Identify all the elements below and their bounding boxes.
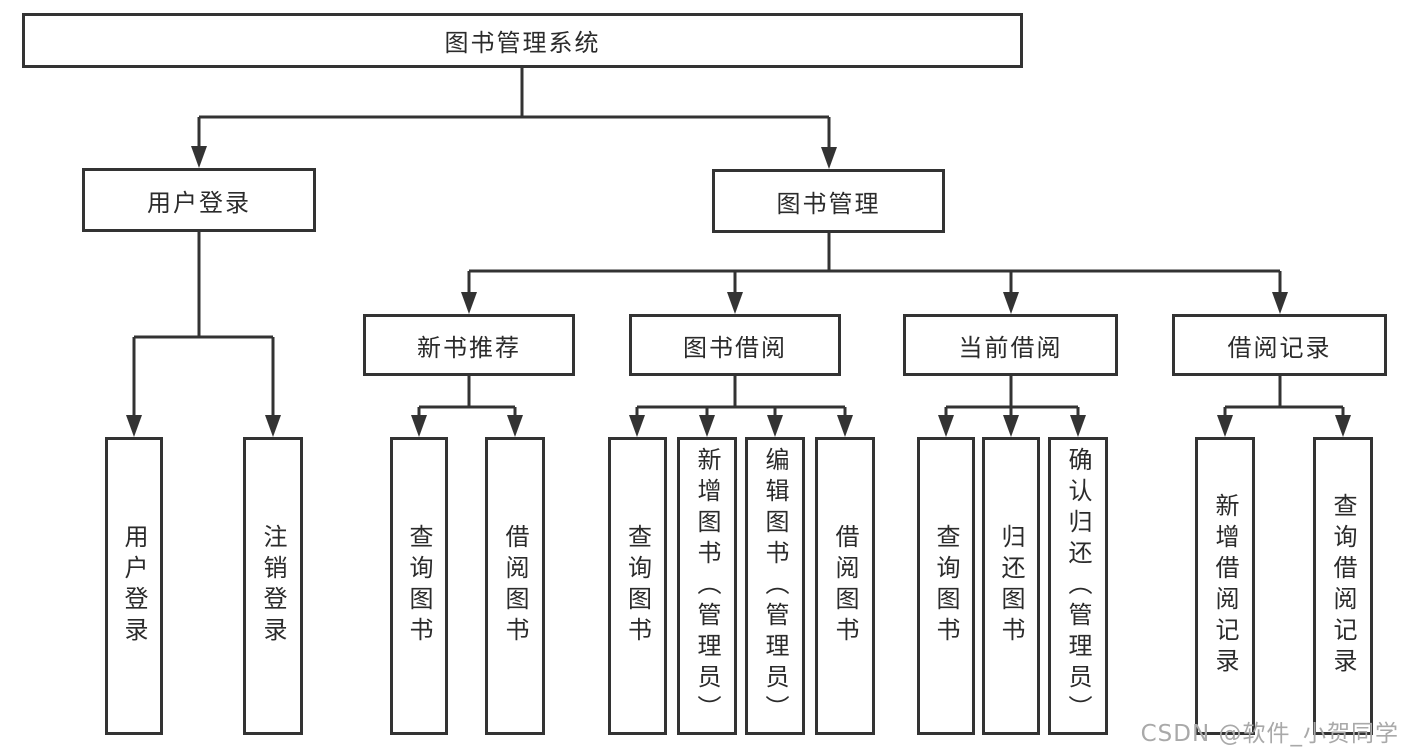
node-book-borrowing: 图书借阅 [629, 314, 841, 376]
leaf-add-borrow-record-label: 新增借阅记录 [1211, 493, 1239, 679]
leaf-current-query-books: 查询图书 [917, 437, 975, 735]
leaf-recommend-borrow-books: 借阅图书 [485, 437, 545, 735]
leaf-recommend-query-books: 查询图书 [390, 437, 448, 735]
leaf-add-books-admin-label: 新增图书（管理员） [693, 446, 721, 726]
node-library-system: 图书管理系统 [22, 13, 1023, 68]
node-user-login: 用户登录 [82, 168, 316, 232]
node-user-login-label: 用户登录 [147, 188, 251, 217]
leaf-current-query-books-label: 查询图书 [932, 524, 960, 648]
leaf-user-login-label: 用户登录 [120, 524, 148, 648]
leaf-confirm-return-admin-label: 确认归还（管理员） [1064, 446, 1092, 726]
leaf-recommend-borrow-books-label: 借阅图书 [501, 524, 529, 648]
node-library-system-label: 图书管理系统 [444, 29, 601, 57]
node-new-book-recommend: 新书推荐 [363, 314, 575, 376]
leaf-query-borrow-record: 查询借阅记录 [1313, 437, 1373, 735]
node-book-management-label: 图书管理 [776, 189, 881, 218]
leaf-edit-books-admin-label: 编辑图书（管理员） [761, 446, 789, 726]
leaf-confirm-return-admin: 确认归还（管理员） [1048, 437, 1108, 735]
leaf-logout: 注销登录 [243, 437, 303, 735]
node-borrowing-records-label: 借阅记录 [1227, 333, 1332, 362]
node-current-borrowing-label: 当前借阅 [958, 333, 1063, 362]
leaf-borrowing-query-books-label: 查询图书 [623, 524, 652, 648]
leaf-user-login: 用户登录 [105, 437, 163, 735]
leaf-edit-books-admin: 编辑图书（管理员） [745, 437, 805, 735]
leaf-borrowing-query-books: 查询图书 [608, 437, 667, 735]
watermark-text: CSDN @软件_小贺同学 [1140, 721, 1399, 747]
leaf-add-borrow-record: 新增借阅记录 [1195, 437, 1255, 735]
leaf-recommend-query-books-label: 查询图书 [405, 524, 433, 648]
leaf-query-borrow-record-label: 查询借阅记录 [1329, 493, 1357, 679]
node-borrowing-records: 借阅记录 [1172, 314, 1387, 376]
leaf-return-books-label: 归还图书 [997, 524, 1025, 648]
leaf-borrowing-borrow-books-label: 借阅图书 [831, 524, 859, 648]
leaf-return-books: 归还图书 [982, 437, 1040, 735]
leaf-logout-label: 注销登录 [259, 524, 287, 648]
leaf-borrowing-borrow-books: 借阅图书 [815, 437, 875, 735]
node-book-management: 图书管理 [712, 169, 945, 233]
node-current-borrowing: 当前借阅 [903, 314, 1118, 376]
leaf-add-books-admin: 新增图书（管理员） [677, 437, 737, 735]
node-book-borrowing-label: 图书借阅 [683, 333, 787, 362]
node-new-book-recommend-label: 新书推荐 [417, 333, 521, 362]
